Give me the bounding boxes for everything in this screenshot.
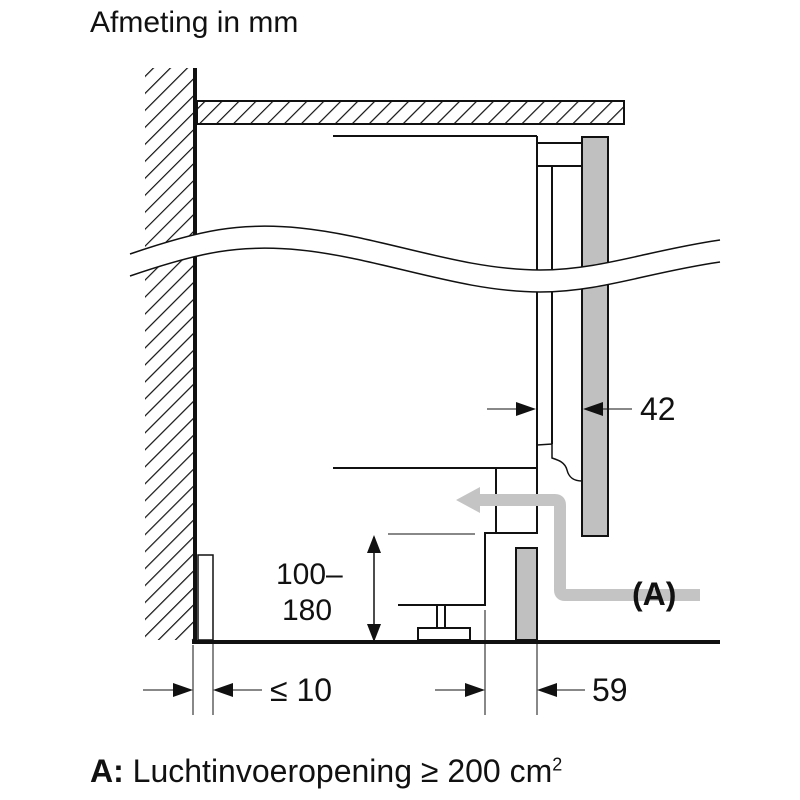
plinth	[515, 547, 538, 641]
adjustable-foot	[436, 604, 446, 629]
legend-key: A:	[90, 753, 124, 789]
legend: A: Luchtinvoeropening ≥ 200 cm2	[90, 755, 562, 787]
callout-a: (A)	[632, 576, 677, 612]
legend-superscript: 2	[552, 754, 563, 775]
dimension-180: 180	[282, 594, 333, 627]
break-line-bottom	[129, 247, 721, 293]
airflow-arrowhead	[456, 487, 480, 513]
airflow-arrow	[478, 494, 700, 601]
legend-text: Luchtinvoeropening ≥ 200 cm	[132, 753, 553, 789]
dimension-100: 100–	[276, 558, 343, 591]
dimension-59: 59	[592, 672, 628, 708]
diagram-title: Afmeting in mm	[90, 6, 299, 39]
side-strip	[197, 554, 214, 641]
dimension-42: 42	[640, 391, 676, 427]
door-bottom-edge	[536, 443, 583, 482]
break-line-top	[129, 225, 721, 271]
dimension-wall-gap: ≤ 10	[270, 672, 333, 708]
worktop	[196, 100, 625, 125]
furniture-door-panel	[581, 136, 609, 537]
wall-hatch	[145, 68, 194, 640]
